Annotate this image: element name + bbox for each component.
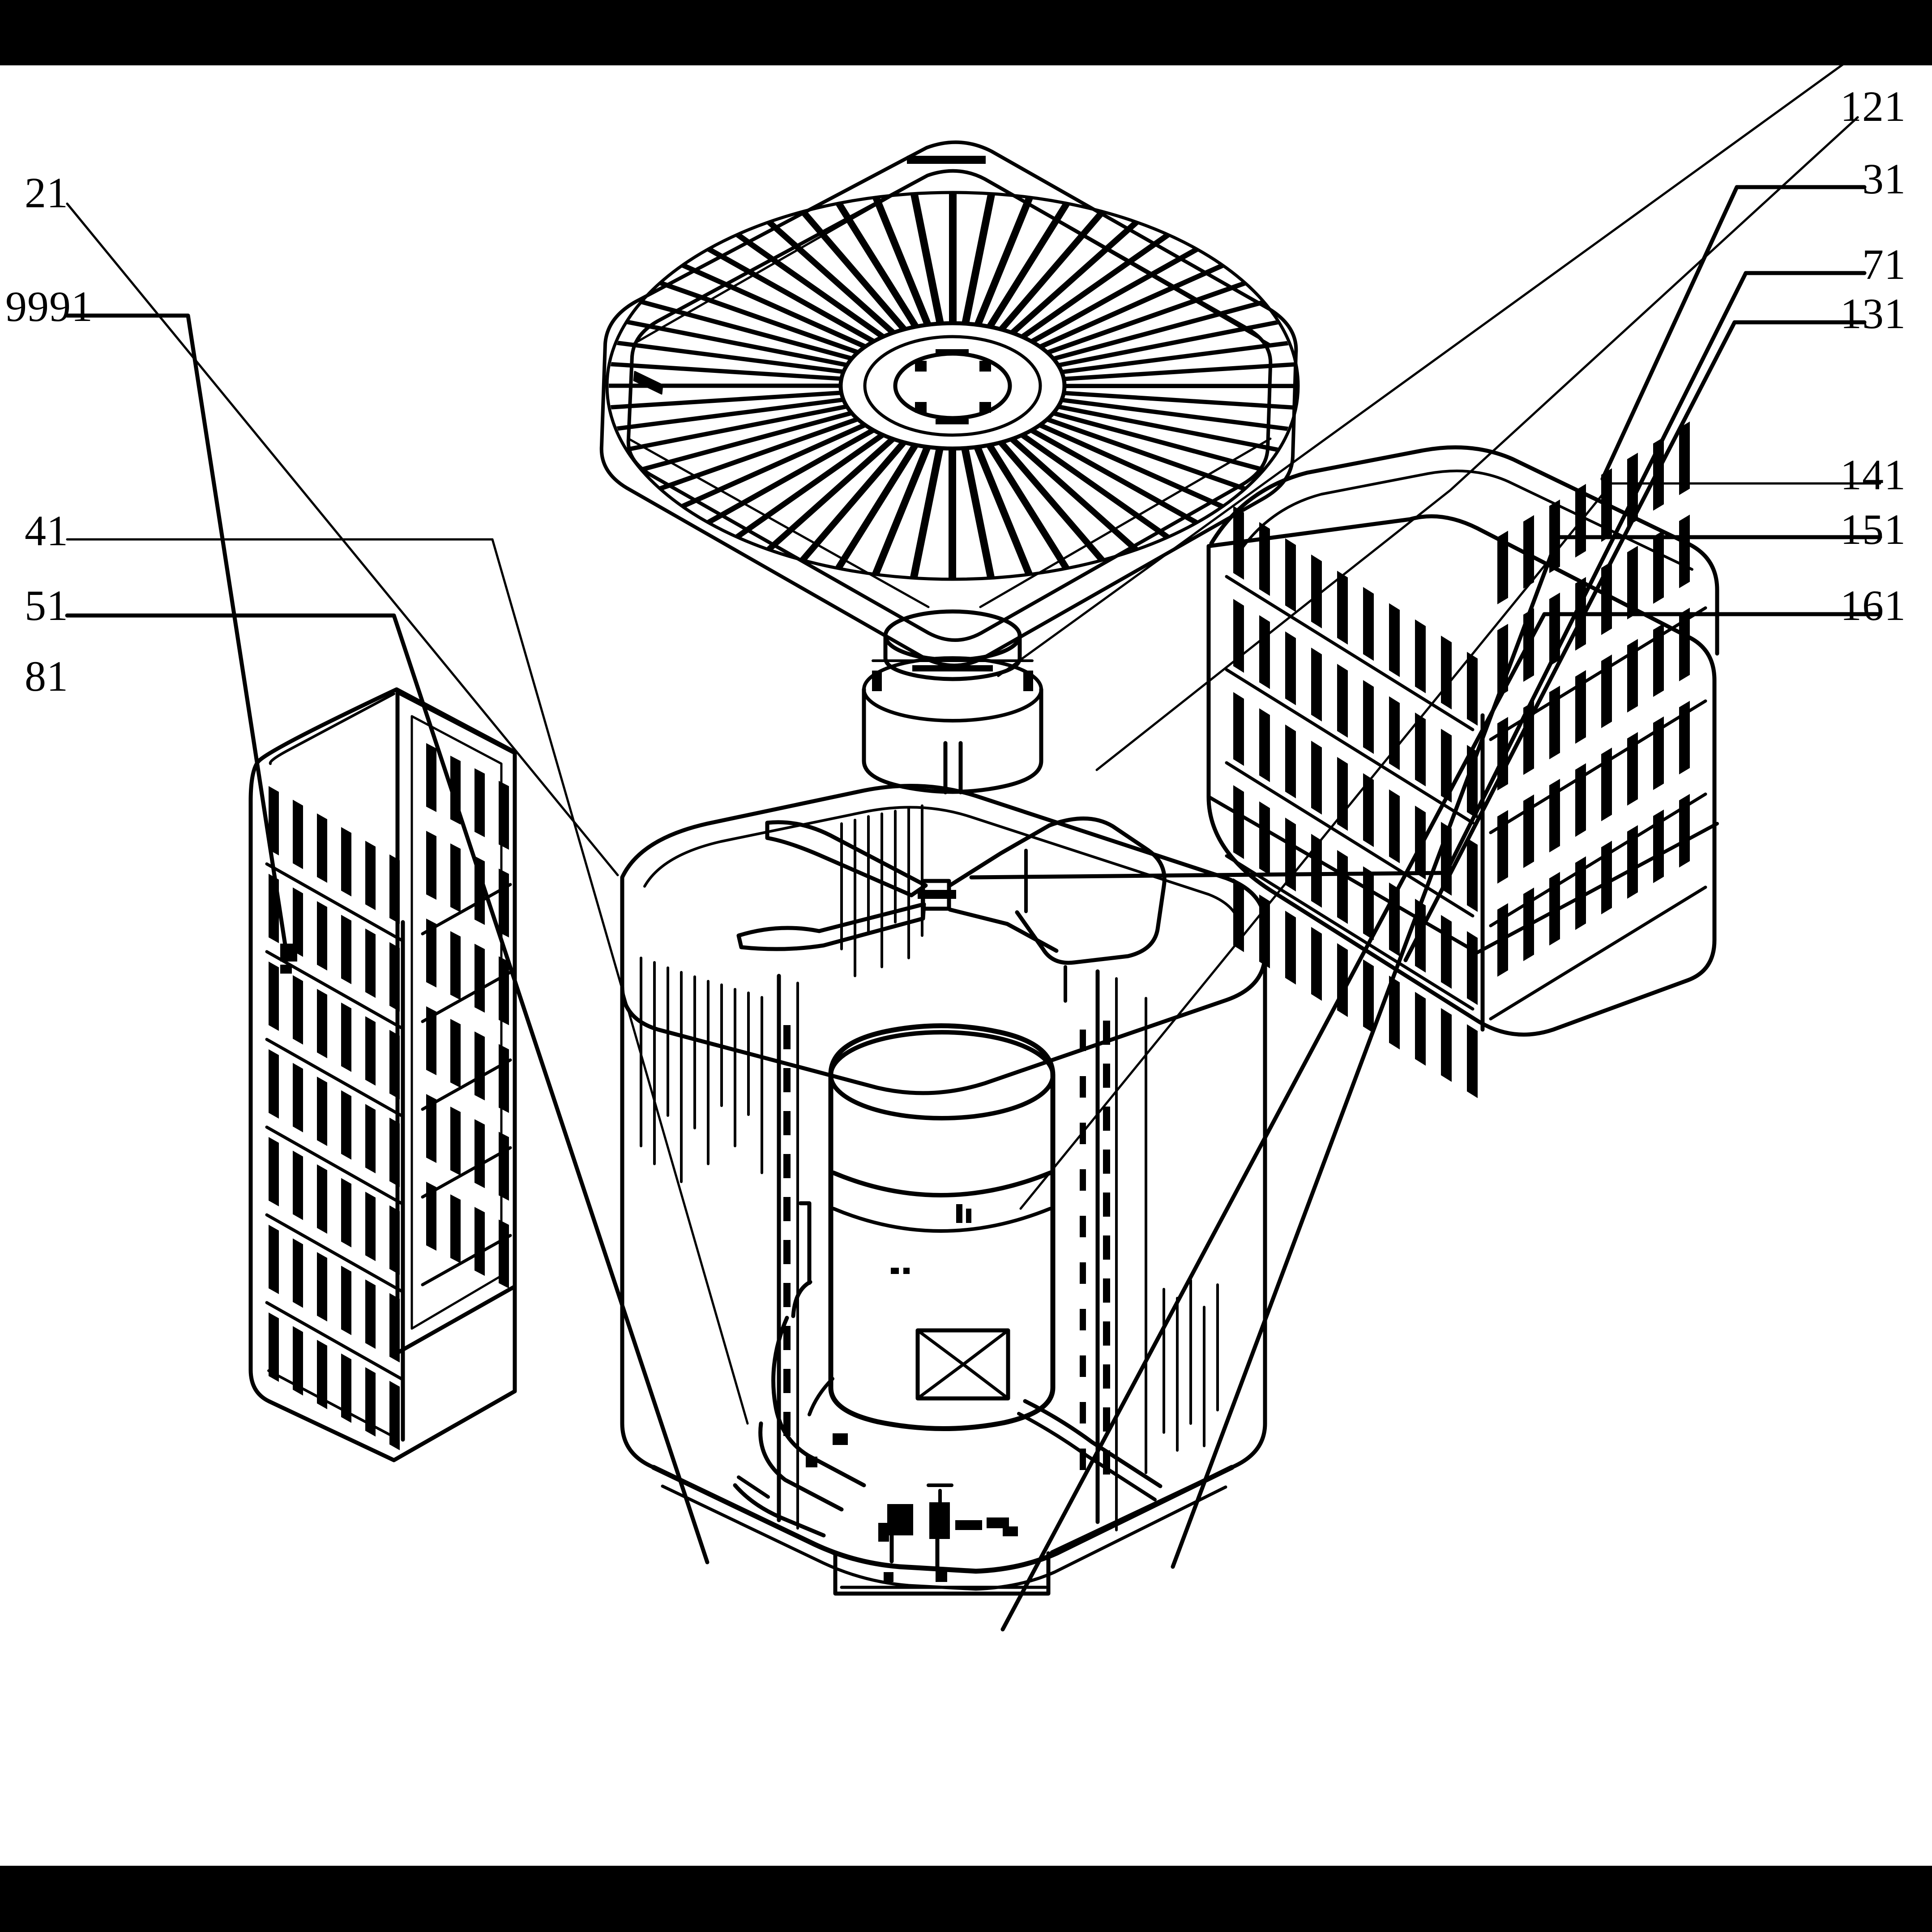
callout-121: 121 bbox=[1840, 82, 1906, 130]
callout-161: 161 bbox=[1840, 581, 1906, 629]
callout-11: 11 bbox=[25, 24, 67, 72]
callout-71: 71 bbox=[1862, 240, 1906, 288]
callout-51: 51 bbox=[25, 581, 68, 629]
callout-21: 21 bbox=[25, 169, 68, 217]
callout-131: 131 bbox=[1840, 290, 1906, 338]
callout-41: 41 bbox=[25, 507, 68, 555]
callout-81: 81 bbox=[25, 652, 68, 700]
top-border-band bbox=[0, 0, 1932, 65]
callout-111: 111 bbox=[1843, 19, 1906, 67]
callout-151: 151 bbox=[1840, 505, 1906, 553]
callout-31: 31 bbox=[1862, 155, 1906, 203]
callout-141: 141 bbox=[1840, 451, 1906, 499]
callout-9991: 9991 bbox=[5, 282, 93, 330]
bottom-border-band bbox=[0, 1866, 1932, 1932]
